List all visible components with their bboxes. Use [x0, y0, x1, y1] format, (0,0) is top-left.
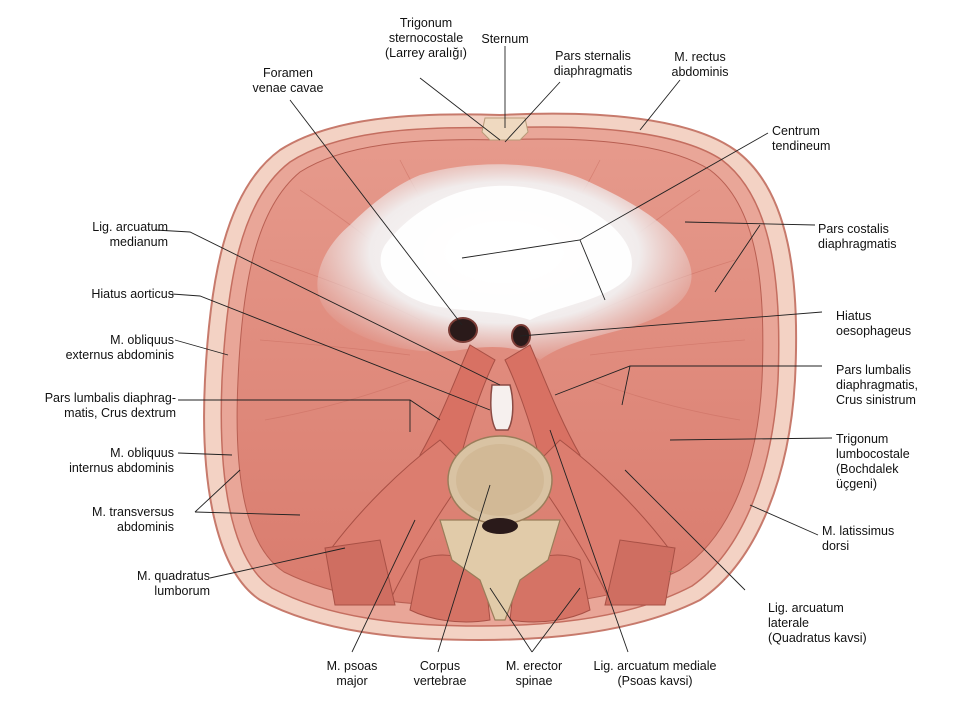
vertebra-arch [439, 519, 561, 621]
label-lig-arcuatum-laterale: Lig. arcuatum laterale (Quadratus kavsi) [768, 601, 867, 645]
label-hiatus-oesophageus: Hiatus oesophageus [836, 309, 912, 338]
label-trigonum-sternocostale: Trigonum sternocostale (Larrey aralığı) [385, 16, 467, 60]
label-obliquus-externus: M. obliquus externus abdominis [65, 333, 174, 362]
label-centrum-tendineum: Centrum tendineum [772, 124, 831, 153]
foramen-venae-cavae [448, 317, 478, 343]
label-obliquus-internus: M. obliquus internus abdominis [69, 446, 174, 475]
label-latissimus-dorsi: M. latissimus dorsi [822, 524, 895, 553]
vertebral-canal [482, 518, 518, 534]
quadratus-left [604, 539, 676, 606]
label-sternum: Sternum [481, 32, 529, 46]
artist-signature: ~ [668, 567, 674, 578]
label-rectus-abdominis: M. rectus abdominis [671, 50, 729, 79]
label-pars-lumbalis-dextrum: Pars lumbalis diaphrag- matis, Crus dext… [44, 391, 176, 420]
label-lig-arcuatum-medianum: Lig. arcuatum medianum [92, 220, 168, 249]
label-transversus-abdominis: M. transversus abdominis [92, 505, 174, 534]
label-quadratus-lumborum: M. quadratus lumborum [137, 569, 210, 598]
label-psoas-major: M. psoas major [326, 659, 378, 688]
quadratus-right [324, 539, 396, 606]
label-trigonum-lumbocostale: Trigonum lumbocostale (Bochdalek üçgeni) [836, 432, 910, 491]
label-lig-arcuatum-mediale: Lig. arcuatum mediale (Psoas kavsi) [593, 659, 717, 688]
leader-lines [154, 46, 833, 653]
label-hiatus-aorticus: Hiatus aorticus [91, 287, 174, 301]
label-erector-spinae: M. erector spinae [505, 659, 563, 688]
hiatus-aorticus [490, 384, 514, 431]
label-foramen-venae-cavae: Foramen venae cavae [252, 66, 324, 95]
label-pars-costalis: Pars costalis diaphragmatis [818, 222, 897, 251]
label-pars-lumbalis-sinistrum: Pars lumbalis diaphragmatis, Crus sinist… [836, 363, 918, 407]
label-pars-sternalis: Pars sternalis diaphragmatis [553, 49, 633, 78]
label-corpus-vertebrae: Corpus vertebrae [413, 659, 467, 688]
